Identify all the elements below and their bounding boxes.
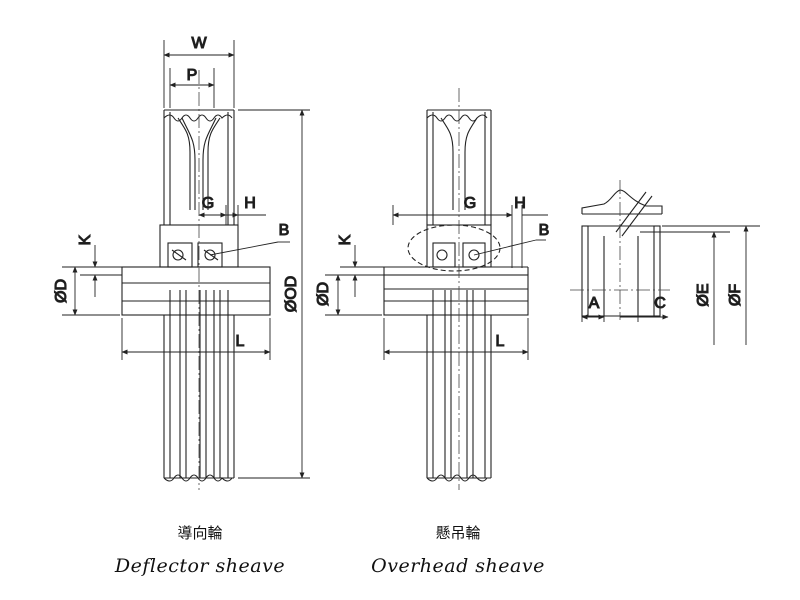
overhead-sheave: G H B K ØD L (314, 88, 550, 490)
dim-a-label: A (589, 295, 600, 312)
dim-p-label: P (187, 67, 198, 84)
dim-g-label: G (464, 195, 476, 212)
dim-k-label: K (77, 234, 94, 245)
deflector-caption-en: Deflector sheave (114, 555, 286, 577)
overhead-dimensions (325, 205, 548, 360)
overhead-caption-cn: 懸吊輪 (435, 524, 481, 542)
bearing-highlight-ellipse (407, 224, 501, 272)
bearing-ball-icon (204, 249, 216, 261)
dim-b-label: B (539, 222, 550, 239)
dim-od-label: ØOD (283, 276, 300, 312)
bearing-ball-icon (468, 249, 480, 261)
bearing-ball-icon (172, 249, 184, 261)
overhead-upper-rim (426, 109, 492, 225)
deflector-shaft (121, 266, 271, 316)
bearing-ball-icon (436, 249, 448, 261)
deflector-dimensions (62, 40, 310, 479)
dim-l-label: L (496, 333, 505, 350)
deflector-lower-body (163, 290, 235, 482)
detail-dimensions (581, 225, 760, 345)
dim-e-label: ØE (695, 283, 712, 306)
dim-w-label: W (191, 35, 207, 52)
dim-h-label: H (244, 195, 256, 212)
dim-d-label: ØD (53, 279, 70, 303)
dim-k-label: K (337, 234, 354, 245)
dim-b-label: B (279, 222, 290, 239)
deflector-sheave: W P G H B K ØD ØOD L (52, 34, 310, 490)
overhead-shaft (383, 274, 529, 316)
overhead-caption-en: Overhead sheave (371, 555, 545, 577)
dim-c-label: C (654, 295, 666, 312)
dim-h-label: H (514, 195, 526, 212)
overhead-hub (383, 224, 529, 275)
dim-f-label: ØF (727, 284, 744, 306)
deflector-caption-cn: 導向輪 (177, 524, 223, 542)
section-detail: A C ØE ØF (570, 180, 760, 345)
dim-l-label: L (236, 333, 245, 350)
overhead-lower-body (426, 290, 492, 482)
dim-d-label: ØD (315, 282, 332, 306)
dim-g-label: G (202, 195, 214, 212)
